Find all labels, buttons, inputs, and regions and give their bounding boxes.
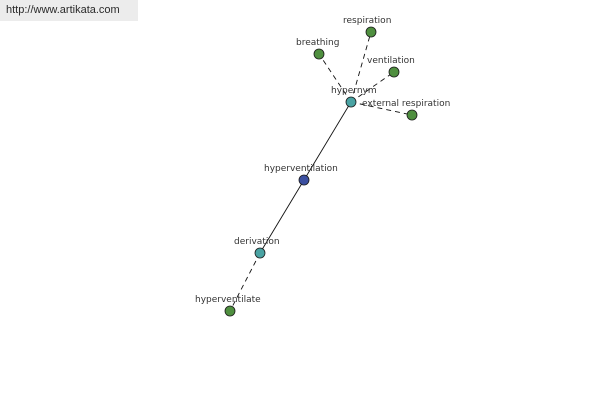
node-hyperventilation[interactable]: hyperventilation — [264, 164, 338, 186]
node-label-breathing[interactable]: breathing — [296, 38, 339, 48]
site-url-watermark[interactable]: http://www.artikata.com — [0, 0, 138, 21]
node-label-respiration[interactable]: respiration — [343, 16, 391, 26]
node-marker-external_respiration[interactable] — [406, 109, 418, 121]
node-external_respiration[interactable]: external respiration — [362, 99, 450, 121]
node-hyperventilate[interactable]: hyperventilate — [195, 295, 261, 317]
node-hypernym[interactable]: hypernym — [331, 86, 377, 108]
node-label-derivation[interactable]: derivation — [234, 237, 280, 247]
node-label-hyperventilation[interactable]: hyperventilation — [264, 164, 338, 174]
node-marker-derivation[interactable] — [254, 247, 266, 259]
node-marker-breathing[interactable] — [313, 48, 325, 60]
node-respiration[interactable]: respiration — [343, 16, 391, 38]
node-label-hyperventilate[interactable]: hyperventilate — [195, 295, 261, 305]
edges-layer — [229, 31, 413, 312]
edge-hypernym-breathing — [318, 53, 352, 103]
node-ventilation[interactable]: ventilation — [367, 56, 415, 78]
node-marker-respiration[interactable] — [365, 26, 377, 38]
node-label-ventilation[interactable]: ventilation — [367, 56, 415, 66]
node-label-hypernym[interactable]: hypernym — [331, 86, 377, 96]
edge-hypernym-external_respiration — [350, 101, 413, 116]
node-marker-hypernym[interactable] — [345, 96, 357, 108]
node-marker-hyperventilate[interactable] — [224, 305, 236, 317]
node-label-external_respiration[interactable]: external respiration — [362, 99, 450, 109]
node-derivation[interactable]: derivation — [234, 237, 280, 259]
nodes-layer: hyperventilation hypernym derivation respir… — [195, 16, 450, 317]
node-marker-hyperventilation[interactable] — [298, 174, 310, 186]
edge-derivation-hyperventilate — [229, 252, 261, 312]
edge-hyperventilation-derivation — [259, 179, 305, 254]
edge-hypernym-respiration — [350, 31, 372, 103]
node-breathing[interactable]: breathing — [296, 38, 339, 60]
edge-hyperventilation-hypernym — [303, 101, 352, 181]
node-marker-ventilation[interactable] — [388, 66, 400, 78]
